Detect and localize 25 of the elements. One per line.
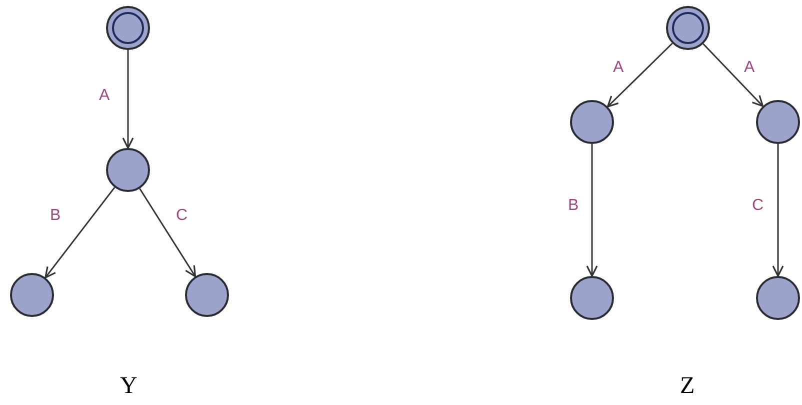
arrow: [772, 144, 784, 277]
arrow: [44, 187, 116, 278]
edge-label: B: [50, 208, 61, 224]
state-circle: [10, 273, 54, 317]
state-circle: [570, 276, 614, 320]
arrow: [702, 43, 764, 107]
state-circle: [756, 100, 800, 144]
state-circle: [570, 100, 614, 144]
edge-label: C: [176, 208, 188, 224]
edge-label: A: [99, 88, 110, 104]
diagram-caption: Y: [120, 374, 138, 398]
state-circle: [185, 273, 229, 317]
start-state-circle: [666, 6, 710, 50]
edge-label: A: [613, 60, 624, 76]
arrow: [586, 144, 598, 277]
diagram-caption: Z: [680, 374, 695, 398]
arrow: [606, 42, 673, 108]
arrow: [122, 50, 134, 149]
edge-label: C: [752, 198, 764, 214]
edge-label: A: [744, 60, 755, 76]
state-circle: [106, 148, 150, 192]
start-state-circle: [106, 6, 150, 50]
edge-label: B: [568, 198, 579, 214]
arrow: [139, 188, 196, 278]
state-circle: [756, 276, 800, 320]
